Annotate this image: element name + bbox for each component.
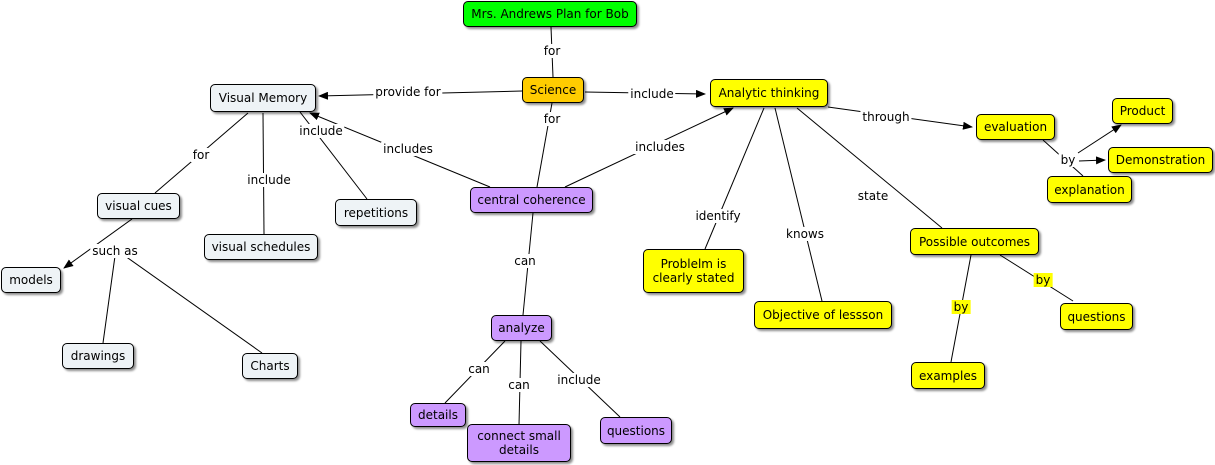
connector-analytic-problem [704,107,765,250]
link-label-through: through [860,110,912,124]
link-label-includes: includes [381,142,435,156]
connector-by-demonstration [1078,156,1106,165]
link-label-include: include [555,373,603,387]
concept-node-evaluation[interactable]: evaluation [976,114,1055,140]
concept-node-drawings[interactable]: drawings [62,343,134,369]
link-label-by: by [951,300,971,314]
concept-node-possible-outcomes[interactable]: Possible outcomes [910,228,1039,255]
link-label-can: can [466,362,492,376]
connector-suchas-drawings [102,255,116,344]
concept-node-visual-schedules[interactable]: visual schedules [204,234,318,260]
connector-cues-models [63,218,133,269]
link-label-state: state [855,189,891,203]
link-label-for: for [541,112,563,126]
concept-node-visual-memory[interactable]: Visual Memory [210,84,316,112]
connector-by-product [1077,124,1122,154]
link-label-for: for [190,148,212,162]
link-label-by: by [1058,153,1078,167]
concept-node-analytic-thinking[interactable]: Analytic thinking [710,79,828,107]
concept-node-demonstration[interactable]: Demonstration [1108,147,1213,173]
link-label-identify: identify [693,209,743,223]
concept-node-analyze[interactable]: analyze [491,315,552,341]
concept-node-product[interactable]: Product [1112,98,1173,124]
link-label-by: by [1033,273,1053,287]
link-label-include: include [297,124,345,138]
concept-node-questions[interactable]: questions [1060,303,1133,330]
concept-node-visual-cues[interactable]: visual cues [97,193,180,219]
concept-node-questions[interactable]: questions [600,417,672,444]
concept-node-models[interactable]: models [1,267,61,293]
concept-node-repetitions[interactable]: repetitions [335,199,417,226]
concept-node-explanation[interactable]: explanation [1047,176,1132,203]
concept-node-connect-small-details[interactable]: connect small details [467,424,571,462]
concept-node-examples[interactable]: examples [911,362,985,389]
link-label-knows: knows [784,227,826,241]
link-label-can: can [512,254,538,268]
link-label-include: include [628,87,676,101]
link-label-can: can [506,378,532,392]
link-label-includes: includes [633,140,687,154]
concept-node-charts[interactable]: Charts [242,353,298,379]
concept-node-title[interactable]: Mrs. Andrews Plan for Bob [463,1,637,27]
link-label-such-as: such as [90,244,140,258]
concept-node-central-coherence[interactable]: central coherence [470,187,593,213]
link-label-include: include [245,173,293,187]
concept-node-objective[interactable]: Objective of lessson [754,301,892,329]
connector-analytic-objective [774,107,823,302]
concept-node-science[interactable]: Science [522,77,584,103]
link-label-for: for [541,44,563,58]
link-label-provide-for: provide for [373,85,443,99]
connector-analytic-outcomes [796,107,943,229]
concept-node-details[interactable]: details [410,403,466,427]
connector-suchas-charts [124,255,263,354]
concept-node-problem-stated[interactable]: Problelm is clearly stated [643,249,744,293]
